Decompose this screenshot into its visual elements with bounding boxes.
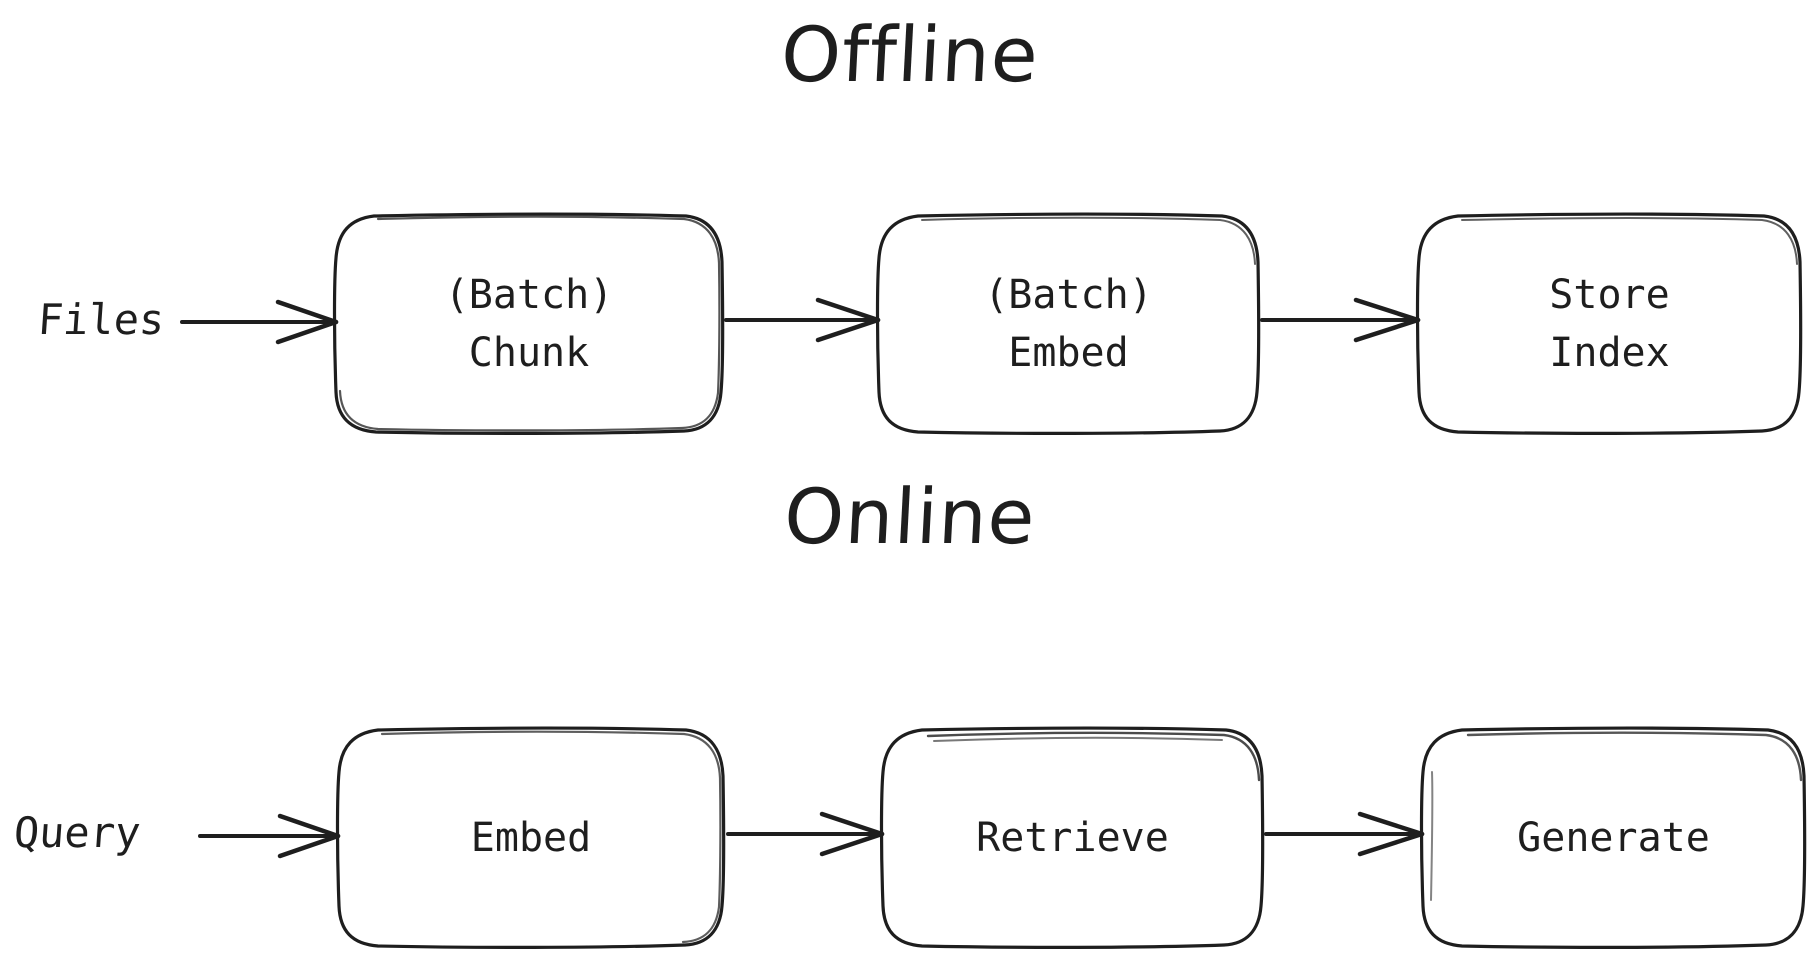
node-label-line1: Generate [1517,815,1710,861]
node-label-retrieve: Retrieve [883,730,1262,946]
section-title-offline: Offline [778,10,1042,99]
arrow-chunk-to-embed [724,297,881,343]
node-label-line2: Index [1549,330,1670,376]
node-label-batch-embed: (Batch) Embed [879,216,1258,432]
node-label-embed: Embed [339,730,723,946]
arrow-embed-to-store [1260,297,1421,343]
node-label-generate: Generate [1423,730,1804,946]
edge-label-files: Files [36,295,167,344]
arrow-retrieve-to-generate [1264,811,1425,857]
node-label-line1: Embed [470,815,592,861]
node-label-line1: Retrieve [976,815,1169,861]
node-label-line1: (Batch) [984,272,1153,318]
arrow-query-to-embed [198,813,341,859]
node-label-line2: Chunk [468,330,590,376]
arrow-embed-to-retrieve [726,811,885,857]
arrow-files-to-chunk [180,299,339,345]
node-label-batch-chunk: (Batch) Chunk [336,216,722,432]
node-label-store-index: Store Index [1419,216,1800,432]
node-label-line1: Store [1549,272,1670,318]
node-label-line1: (Batch) [444,272,614,318]
node-label-line2: Embed [1008,330,1129,376]
section-title-online: Online [782,472,1038,561]
edge-label-query: Query [12,808,143,857]
